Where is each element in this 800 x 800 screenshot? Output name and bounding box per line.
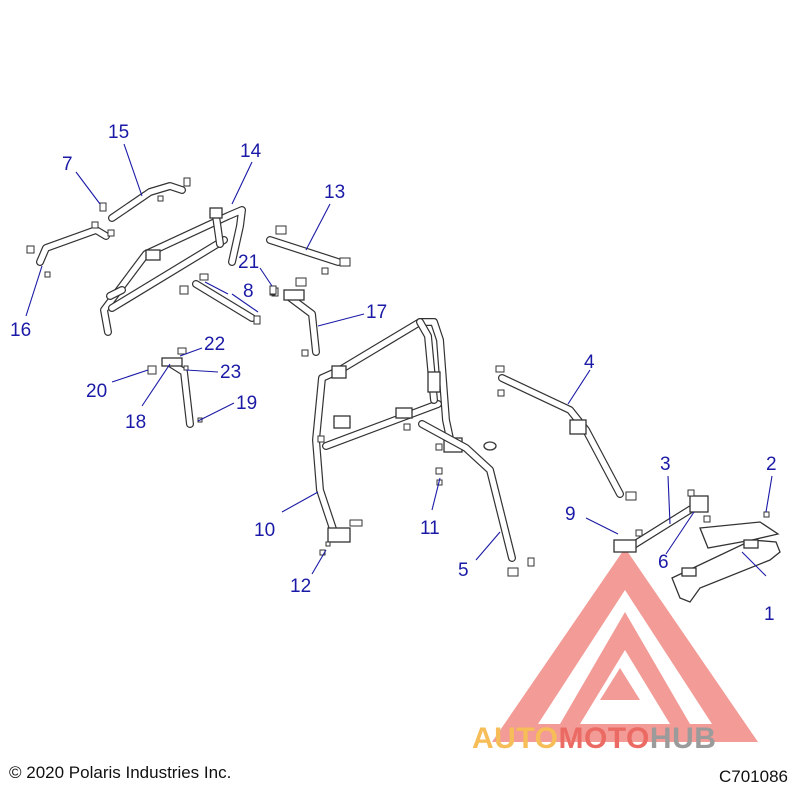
- callout-13: 13: [324, 182, 345, 203]
- part-3-bar: [613, 489, 711, 553]
- part-13-bar: [266, 225, 351, 275]
- hardware-bolt: [295, 277, 307, 287]
- part-5-bar: [418, 420, 535, 577]
- leader-lines: [25, 143, 773, 577]
- callout-9: 9: [565, 504, 576, 525]
- hardware-nut: [183, 365, 189, 371]
- callout-11: 11: [420, 518, 440, 539]
- hardware-bolt: [495, 365, 505, 373]
- callout-7: 7: [62, 154, 73, 175]
- hardware-bolt: [107, 229, 115, 237]
- callout-10: 10: [254, 520, 275, 541]
- hardware-bolt: [253, 315, 261, 325]
- callout-1: 1: [764, 604, 775, 625]
- hardware-bolt: [177, 347, 187, 355]
- bar-cap: [483, 441, 497, 451]
- callout-21: 21: [238, 252, 259, 273]
- hardware-nut: [317, 435, 325, 443]
- hardware-bolt: [26, 245, 35, 254]
- hardware-nut: [321, 267, 329, 275]
- hardware-bolt: [349, 519, 363, 527]
- copyright-text: © 2020 Polaris Industries Inc.: [9, 763, 232, 782]
- hardware-nut: [44, 271, 51, 278]
- hardware-bolt: [339, 257, 351, 267]
- part-14-frame: [100, 206, 246, 336]
- hardware-nut: [703, 515, 711, 523]
- watermark-inner-triangle: [600, 668, 640, 700]
- watermark-auto: AUTO: [472, 722, 558, 755]
- cage-bracket: [333, 415, 351, 429]
- hardware-nut: [325, 541, 331, 547]
- hardware-nut: [91, 221, 99, 229]
- hardware-nut: [763, 511, 770, 518]
- callout-5: 5: [458, 560, 469, 581]
- hardware-nut: [687, 489, 695, 497]
- callout-23: 23: [220, 362, 241, 383]
- cage-bracket: [331, 365, 347, 379]
- callout-17: 17: [366, 302, 387, 323]
- callout-8: 8: [243, 281, 254, 302]
- part-4-bar: [495, 365, 637, 501]
- part-18-bracket: [147, 347, 203, 428]
- watermark-logo: AUTOMOTOHUB: [472, 548, 758, 755]
- part-11-hardware: [435, 467, 443, 475]
- watermark-m-shape: [560, 612, 690, 724]
- svg-text:AUTOMOTOHUB: AUTOMOTOHUB: [472, 722, 716, 755]
- part-10-main-cage: [312, 318, 463, 547]
- callout-16: 16: [10, 320, 31, 341]
- bracket-plate: [283, 289, 305, 301]
- hardware-bolt: [527, 557, 535, 567]
- callout-14: 14: [240, 141, 262, 162]
- hardware-nut: [301, 349, 309, 357]
- watermark-hub: HUB: [650, 722, 717, 755]
- bar-bracket: [569, 419, 587, 435]
- hardware-bolt: [147, 365, 157, 375]
- watermark-triangle: [492, 548, 758, 742]
- cage-foot: [327, 527, 351, 543]
- part-15-bar: [91, 177, 191, 229]
- hardware-bolt: [625, 491, 637, 501]
- hardware-bolt: [199, 273, 209, 281]
- callout-20: 20: [86, 381, 107, 402]
- panel-slot: [681, 567, 697, 577]
- bar-end-plate: [689, 495, 709, 513]
- callout-3: 3: [660, 454, 671, 475]
- callout-19: 19: [236, 393, 257, 414]
- hardware-nut: [635, 529, 643, 537]
- hardware-nut: [157, 195, 164, 202]
- frame-bracket: [209, 207, 223, 219]
- callout-15: 15: [108, 122, 129, 143]
- cage-bracket: [427, 371, 441, 393]
- callout-12: 12: [290, 576, 311, 597]
- part-21-hardware: [269, 285, 277, 295]
- hardware-bolt: [275, 225, 287, 235]
- frame-bracket: [145, 249, 161, 261]
- panel-slot: [743, 539, 759, 549]
- hardware-bolt: [507, 567, 519, 577]
- callout-4: 4: [584, 352, 595, 373]
- callout-6: 6: [658, 552, 669, 573]
- callout-2: 2: [766, 454, 777, 475]
- watermark-moto: MOTO: [558, 722, 649, 755]
- callout-labels: 1 2 3 4 5 6 7 8 9 10 11 12 13 14 15 16 1…: [10, 122, 777, 625]
- callout-18: 18: [125, 412, 146, 433]
- hardware-bolt: [179, 285, 189, 295]
- figure-code: C701086: [718, 767, 788, 786]
- hardware-nut: [403, 423, 411, 431]
- part-17-bracket: [269, 277, 320, 357]
- hardware-bolt: [435, 443, 443, 451]
- hardware-nut: [497, 389, 505, 397]
- bracket-plate: [161, 357, 183, 367]
- part-1-panel: [671, 511, 781, 603]
- callout-22: 22: [204, 334, 225, 355]
- hardware-bolt: [99, 202, 107, 212]
- cage-bracket: [395, 407, 413, 419]
- part-8-bar: [179, 273, 261, 325]
- part-16-bar: [26, 202, 115, 278]
- bar-end-plate: [613, 539, 637, 553]
- hardware-bolt: [183, 177, 191, 187]
